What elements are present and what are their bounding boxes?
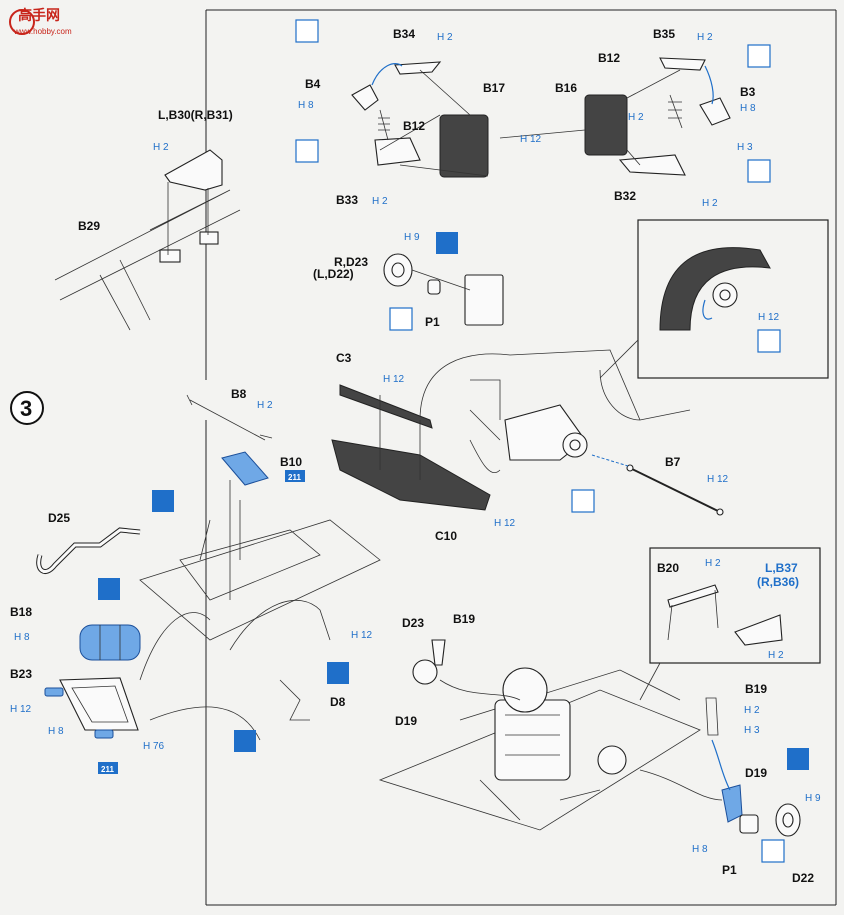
step-marker: 3 xyxy=(10,391,44,425)
svg-text:H 12: H 12 xyxy=(520,134,542,145)
hub-assembly xyxy=(383,253,504,326)
label-d22a: (L,D22) xyxy=(313,267,354,281)
label-b17: B17 xyxy=(483,81,505,95)
d25-exhaust-pipe xyxy=(36,527,141,574)
svg-text:H 2: H 2 xyxy=(153,142,169,153)
label-d25: D25 xyxy=(48,511,70,525)
label-b19b: B19 xyxy=(745,682,767,696)
paint-211-badge: 211 211 xyxy=(98,470,305,774)
svg-text:H 2: H 2 xyxy=(702,198,718,209)
step-number: 3 xyxy=(20,396,32,421)
inset-wheel-detail xyxy=(599,219,829,379)
svg-text:211: 211 xyxy=(101,765,114,774)
label-b3: B3 xyxy=(740,85,756,99)
label-b4: B4 xyxy=(305,77,321,91)
frame xyxy=(205,9,837,906)
b10-plate xyxy=(221,451,269,486)
svg-text:H 2: H 2 xyxy=(628,112,644,123)
no-glue-icon xyxy=(295,19,785,863)
rear-suspension-left xyxy=(351,61,489,178)
svg-text:H 8: H 8 xyxy=(298,100,314,111)
lower-chassis-engine xyxy=(378,639,701,831)
label-b23: B23 xyxy=(10,667,32,681)
hardware-tags: H 2 H 2 H 8 H 8 H 2 H 12 H 3 H 2 H 2 H 2… xyxy=(10,32,821,855)
svg-text:H 2: H 2 xyxy=(705,558,721,569)
label-b37: L,B37 xyxy=(765,561,798,575)
logo-url: www.hobby.com xyxy=(13,27,72,36)
inset-b20-detail xyxy=(639,547,821,701)
svg-text:H 12: H 12 xyxy=(707,474,729,485)
part-labels: B34 B35 B4 B12 B12 B17 B16 B3 B33 B32 L,… xyxy=(10,27,814,885)
svg-text:H 9: H 9 xyxy=(404,232,420,243)
label-d22b: D22 xyxy=(792,871,814,885)
svg-text:H 12: H 12 xyxy=(351,630,373,641)
svg-text:H 2: H 2 xyxy=(768,650,784,661)
rear-body-section xyxy=(419,349,691,461)
svg-text:H 12: H 12 xyxy=(383,374,405,385)
label-b32: B32 xyxy=(614,189,636,203)
b7-rod xyxy=(591,454,724,516)
central-chassis xyxy=(139,480,381,721)
label-b19a: B19 xyxy=(453,612,475,626)
svg-text:H 2: H 2 xyxy=(697,32,713,43)
chassis-frame-b29 xyxy=(54,149,241,331)
connector-lines xyxy=(139,439,723,801)
label-b7: B7 xyxy=(665,455,681,469)
svg-text:H 2: H 2 xyxy=(744,705,760,716)
label-c3: C3 xyxy=(336,351,352,365)
label-b29: B29 xyxy=(78,219,100,233)
label-b16: B16 xyxy=(555,81,577,95)
svg-text:H 8: H 8 xyxy=(692,844,708,855)
svg-text:H 2: H 2 xyxy=(437,32,453,43)
label-c10: C10 xyxy=(435,529,457,543)
label-d23a: R,D23 xyxy=(334,255,368,269)
label-b8: B8 xyxy=(231,387,247,401)
label-d19a: D19 xyxy=(395,714,417,728)
svg-text:H 9: H 9 xyxy=(805,793,821,804)
label-b35: B35 xyxy=(653,27,675,41)
label-b36: (R,B36) xyxy=(757,575,799,589)
label-b30: L,B30(R,B31) xyxy=(158,108,233,122)
label-b33: B33 xyxy=(336,193,358,207)
rear-suspension-right xyxy=(499,57,731,176)
svg-text:H 12: H 12 xyxy=(758,312,780,323)
c10-undertray xyxy=(331,395,491,511)
logo-text: 高手网 xyxy=(18,7,60,23)
svg-text:H 8: H 8 xyxy=(48,726,64,737)
svg-text:H 2: H 2 xyxy=(257,400,273,411)
b8-bar xyxy=(186,394,273,441)
label-d23b: D23 xyxy=(402,616,424,630)
svg-text:H 8: H 8 xyxy=(14,632,30,643)
label-d19b: D19 xyxy=(745,766,767,780)
svg-text:H 76: H 76 xyxy=(143,741,165,752)
svg-text:H 12: H 12 xyxy=(494,518,516,529)
c3-strip xyxy=(339,384,433,429)
label-d8: D8 xyxy=(330,695,346,709)
b18-muffler xyxy=(79,624,141,661)
b23-frame xyxy=(44,677,139,739)
site-logo: 高手网 www.hobby.com xyxy=(9,7,72,36)
svg-text:H 3: H 3 xyxy=(737,142,753,153)
label-b34: B34 xyxy=(393,27,415,41)
svg-text:H 2: H 2 xyxy=(372,196,388,207)
label-p1a: P1 xyxy=(425,315,440,329)
glue-icon xyxy=(98,232,809,770)
svg-text:H 12: H 12 xyxy=(10,704,32,715)
svg-text:211: 211 xyxy=(288,473,301,482)
label-p1b: P1 xyxy=(722,863,737,877)
label-b12b: B12 xyxy=(598,51,620,65)
label-b18: B18 xyxy=(10,605,32,619)
label-b10: B10 xyxy=(280,455,302,469)
label-b20: B20 xyxy=(657,561,679,575)
label-b12a: B12 xyxy=(403,119,425,133)
svg-text:H 8: H 8 xyxy=(740,103,756,114)
lower-right-hub xyxy=(705,697,801,837)
svg-text:H 3: H 3 xyxy=(744,725,760,736)
